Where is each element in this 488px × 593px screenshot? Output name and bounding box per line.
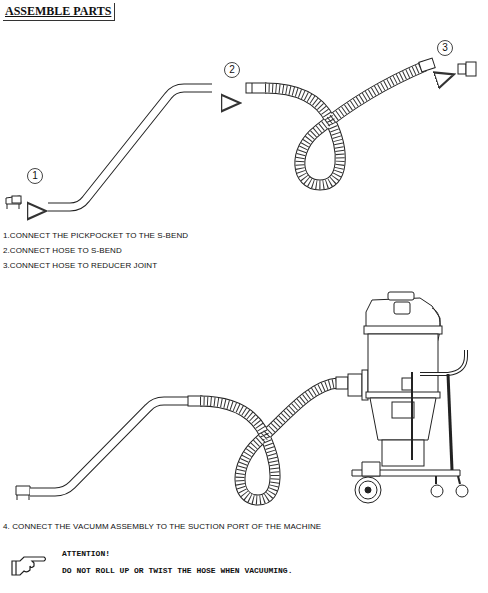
corrugated-hose [200,383,338,500]
callout-number: 1 [27,168,43,184]
callout-number: 2 [224,62,240,78]
reducer-joint [458,62,476,76]
s-bend-tube [30,401,190,492]
suction-port [348,374,362,396]
collection-bin [382,440,424,466]
hose-cuff [246,83,266,93]
pickup-nozzle [16,486,30,500]
step-text: 2.CONNECT HOSE TO S-BEND [3,246,122,255]
pointing-hand-icon [12,557,46,575]
motor-head [366,298,440,328]
insert-arrow [440,75,452,79]
callout-number-text: 2 [229,65,235,75]
step-text: 1.CONNECT THE PICKPOCKET TO THE S-BEND [3,231,188,240]
drum [368,334,438,394]
callout-number-text: 1 [32,171,38,181]
caster-wheel [431,485,443,497]
cone-hopper [370,398,436,440]
insert-arrow [224,102,238,105]
hose-cuff [419,58,435,72]
callout-number-text: 3 [442,43,448,53]
s-bend-tube [48,88,212,207]
wheel [355,477,381,503]
hose-cuff [188,396,202,406]
insert-arrow [30,210,44,213]
pickup-nozzle [6,196,21,209]
step-text: 4. CONNECT THE VACUMM ASSEMBLY TO THE SU… [3,522,321,531]
section-title: ASSEMBLE PARTS [3,3,115,21]
hose-cuff [336,377,348,389]
warning-text: DO NOT ROLL UP OR TWIST THE HOSE WHEN VA… [62,566,292,575]
step-text: 3.CONNECT HOSE TO REDUCER JOINT [3,261,157,270]
callout-number: 3 [437,40,453,56]
warning-heading: ATTENTION! [62,549,110,558]
vacuum-machine [348,292,468,503]
corrugated-hose [265,66,425,185]
caster-wheel [456,485,468,497]
